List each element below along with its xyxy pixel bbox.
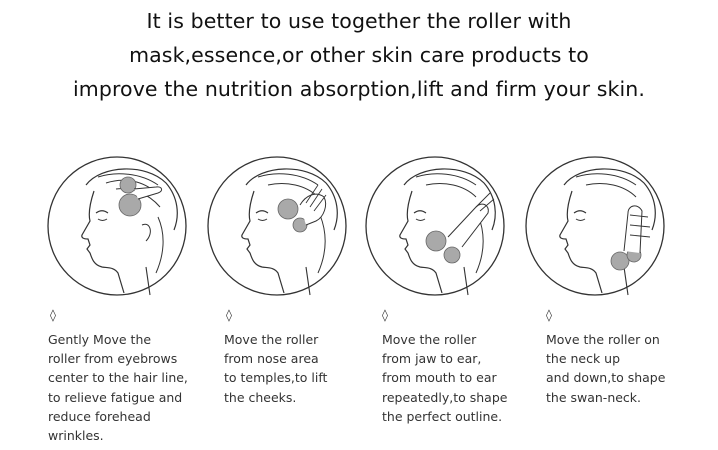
step-1: ◊ Gently Move the roller from eyebrows c… bbox=[46, 155, 216, 443]
step-3-line: the perfect outline. bbox=[382, 408, 503, 424]
step-1-description: Gently Move the roller from eyebrows cen… bbox=[48, 330, 188, 445]
step-3-description: Move the roller from jaw to ear, from mo… bbox=[382, 330, 507, 426]
forehead-roller-illustration bbox=[47, 156, 187, 296]
step-1-marker: ◊ bbox=[50, 308, 56, 322]
jaw-roller-illustration bbox=[365, 156, 505, 296]
step-2-line: from nose area bbox=[224, 351, 319, 367]
step-1-line: center to the hair line, bbox=[48, 370, 188, 386]
step-3-line: repeatedly,to shape bbox=[382, 389, 508, 405]
step-2-line: to temples,to lift bbox=[224, 370, 328, 386]
cheek-roller-illustration bbox=[207, 156, 347, 296]
step-1-line: to relieve fatigue and bbox=[48, 389, 183, 405]
step-4-line: and down,to shape bbox=[546, 370, 666, 386]
step-3-line: Move the roller bbox=[382, 332, 477, 347]
step-4-line: the neck up bbox=[546, 351, 621, 367]
step-4: ◊ Move the roller on the neck up and dow… bbox=[524, 155, 694, 405]
headline-line-2: mask,essence,or other skin care products… bbox=[129, 43, 589, 67]
step-2-description: Move the roller from nose area to temple… bbox=[224, 330, 327, 407]
step-1-line: wrinkles. bbox=[48, 428, 104, 444]
neck-roller-illustration bbox=[525, 156, 665, 296]
step-1-line: reduce forehead bbox=[48, 408, 151, 424]
step-2-marker: ◊ bbox=[226, 308, 232, 322]
headline: It is better to use together the roller … bbox=[0, 4, 718, 106]
step-4-description: Move the roller on the neck up and down,… bbox=[546, 330, 665, 407]
step-4-line: Move the roller on bbox=[546, 332, 660, 347]
step-3-line: from jaw to ear, bbox=[382, 351, 482, 367]
step-4-marker: ◊ bbox=[546, 308, 552, 322]
step-1-line: Gently Move the bbox=[48, 332, 152, 347]
step-2-line: the cheeks. bbox=[224, 389, 297, 405]
step-3-line: from mouth to ear bbox=[382, 370, 497, 386]
headline-line-1: It is better to use together the roller … bbox=[146, 9, 572, 33]
step-3-marker: ◊ bbox=[382, 308, 388, 322]
step-2-line: Move the roller bbox=[224, 332, 319, 347]
step-4-line: the swan-neck. bbox=[546, 389, 642, 405]
step-1-line: roller from eyebrows bbox=[48, 351, 178, 367]
headline-line-3: improve the nutrition absorption,lift an… bbox=[73, 77, 645, 101]
step-2: ◊ Move the roller from nose area to temp… bbox=[206, 155, 376, 405]
step-3: ◊ Move the roller from jaw to ear, from … bbox=[364, 155, 534, 424]
